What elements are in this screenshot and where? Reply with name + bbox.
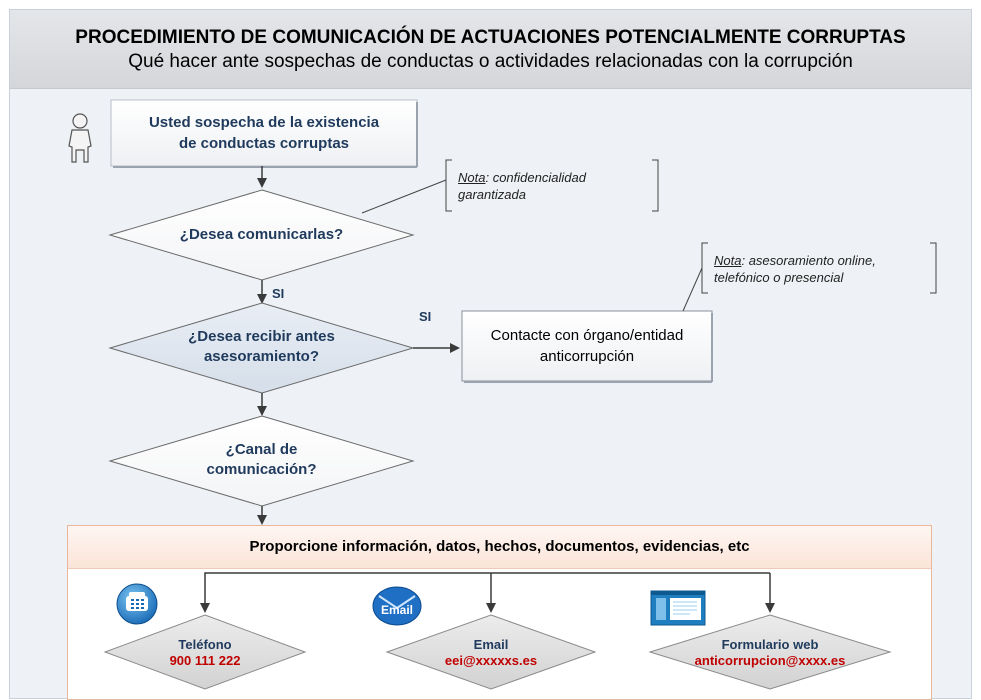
contact-box-text: Contacte con órgano/entidad anticorrupci… — [462, 325, 712, 367]
channel-phone-label: Teléfono — [178, 637, 232, 652]
q3-line-1: ¿Canal de — [225, 441, 298, 458]
channel-email-label: Email — [473, 637, 509, 652]
channel-email-text: Email eei@xxxxxs.es — [411, 637, 571, 669]
web-form-icon — [650, 590, 706, 626]
channel-web-label: Formulario web — [721, 637, 819, 652]
note1-line-1: : confidencialidad — [485, 170, 586, 185]
start-line-2: de conductas corruptas — [178, 135, 350, 152]
contact-line-1: Contacte con órgano/entidad — [490, 327, 684, 344]
q2-text: ¿Desea recibir antes asesoramiento? — [110, 327, 413, 367]
start-line-1: Usted sospecha de la existencia — [148, 114, 380, 131]
q2-yes-label: SI — [419, 309, 432, 324]
channel-diamond-web — [648, 614, 892, 690]
page-title: PROCEDIMIENTO DE COMUNICACIÓN DE ACTUACI… — [75, 27, 906, 48]
channels-panel-title: Proporcione información, datos, hechos, … — [249, 538, 750, 555]
channel-email-value: eei@xxxxxs.es — [444, 653, 538, 668]
q3-line-2: comunicación? — [206, 461, 317, 478]
email-icon-text: Email — [381, 603, 413, 617]
note1-connector — [361, 179, 447, 214]
note1-line-2: garantizada — [458, 187, 526, 202]
channels-panel-header: Proporcione información, datos, hechos, … — [68, 526, 931, 569]
q1-text: ¿Desea comunicarlas? — [179, 226, 344, 243]
channel-phone-text: Teléfono 900 111 222 — [125, 637, 285, 669]
channel-diamond-email — [385, 614, 597, 690]
person-icon — [68, 113, 92, 163]
note1-label: Nota — [458, 170, 486, 185]
header: PROCEDIMIENTO DE COMUNICACIÓN DE ACTUACI… — [10, 10, 971, 89]
channel-web-value: anticorrupcion@xxxx.es — [694, 653, 846, 668]
note2-connector — [682, 267, 703, 312]
start-box — [110, 99, 418, 167]
note-confidentiality: Nota: confidencialidad garantizada — [458, 169, 586, 203]
contact-box — [461, 310, 713, 382]
page-subtitle: Qué hacer ante sospechas de conductas o … — [128, 51, 853, 72]
note2-line-1: : asesoramiento online, — [741, 253, 876, 268]
q3-text: ¿Canal de comunicación? — [110, 440, 413, 480]
start-box-text: Usted sospecha de la existencia de condu… — [111, 112, 417, 154]
note2-line-2: telefónico o presencial — [714, 270, 844, 285]
note1-bracket — [445, 159, 659, 212]
channel-diamond-phone — [103, 614, 307, 690]
note2-label: Nota — [714, 253, 742, 268]
contact-line-2: anticorrupción — [539, 348, 635, 365]
q2-line-2: asesoramiento? — [203, 348, 320, 365]
email-icon: Email — [372, 586, 422, 626]
q2-line-1: ¿Desea recibir antes — [188, 328, 335, 345]
channel-phone-value: 900 111 222 — [169, 653, 241, 668]
channel-web-text: Formulario web anticorrupcion@xxxx.es — [680, 637, 860, 669]
channel-connector-phone — [200, 572, 262, 613]
note-advice: Nota: asesoramiento online, telefónico o… — [714, 252, 876, 286]
q1-yes-label: SI — [272, 286, 285, 301]
phone-icon — [116, 583, 158, 625]
note2-bracket — [701, 242, 937, 294]
